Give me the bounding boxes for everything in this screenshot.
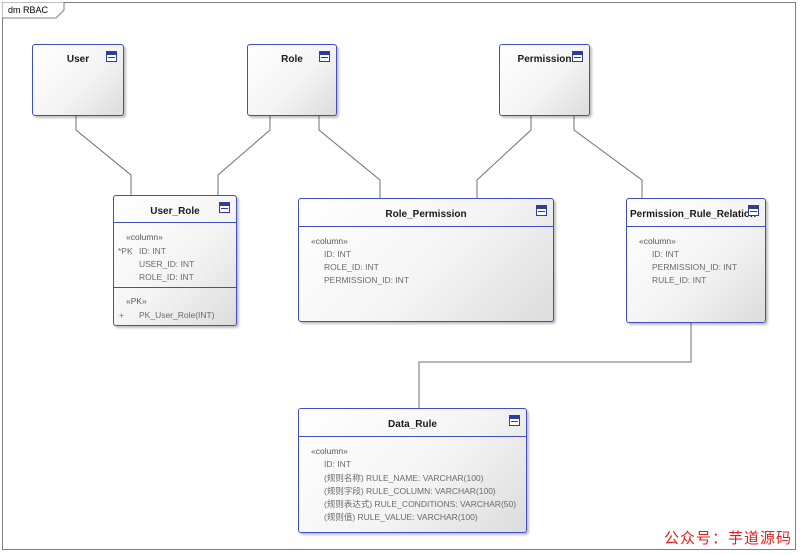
connector-user-user-role [75, 116, 132, 195]
pk-stereotype: «PK» [126, 296, 147, 306]
entity-title: Permission [517, 54, 572, 65]
column-item: ROLE_ID: INT [324, 262, 379, 272]
column-item: (规则值) RULE_VALUE: VARCHAR(100) [324, 512, 478, 522]
watermark: 公众号：芋道源码 [663, 529, 792, 547]
entity-data-rule[interactable]: Data_Rule «column» ID: INT (规则名称) RULE_N… [298, 408, 527, 533]
table-icon [572, 51, 583, 62]
title-separator [114, 222, 236, 223]
column-item: (规则名称) RULE_NAME: VARCHAR(100) [324, 473, 484, 483]
frame-label: dm RBAC [8, 5, 49, 15]
section-separator [114, 287, 236, 288]
entity-title: Permission_Rule_Relation [630, 209, 757, 220]
title-separator [299, 436, 526, 437]
connector-permission-role-permission [476, 116, 532, 198]
column-stereotype: «column» [311, 446, 348, 456]
entity-user[interactable]: User [32, 44, 124, 116]
entity-role[interactable]: Role [247, 44, 337, 116]
column-item: ID: INT [324, 459, 351, 469]
table-icon [536, 205, 547, 216]
connector-permission-permission-rule [573, 116, 643, 198]
column-stereotype: «column» [311, 236, 348, 246]
table-icon [106, 51, 117, 62]
column-stereotype: «column» [639, 236, 676, 246]
connector-role-role-permission [318, 116, 381, 198]
title-separator [299, 226, 553, 227]
table-icon [748, 205, 759, 216]
entity-title: Data_Rule [388, 419, 437, 430]
entity-title: User_Role [150, 206, 200, 217]
column-item: ID: INT [139, 246, 166, 256]
column-item: PERMISSION_ID: INT [652, 262, 738, 272]
entity-title: Role_Permission [385, 209, 467, 220]
pk-visibility-marker: + [119, 310, 124, 320]
column-item: PERMISSION_ID: INT [324, 275, 410, 285]
table-icon [319, 51, 330, 62]
entity-title: User [66, 54, 90, 65]
connector-role-user-role [217, 116, 271, 195]
column-item: ROLE_ID: INT [139, 272, 194, 282]
entity-title: Role [281, 54, 303, 65]
pk-constraint: PK_User_Role(INT) [139, 310, 215, 320]
entity-role-permission[interactable]: Role_Permission «column» ID: INT ROLE_ID… [298, 198, 554, 322]
entity-permission[interactable]: Permission [499, 44, 590, 116]
column-item: ID: INT [652, 249, 679, 259]
table-icon [219, 202, 230, 213]
pk-marker: *PK [118, 246, 133, 256]
frame-tab [2, 2, 65, 19]
column-stereotype: «column» [126, 232, 163, 242]
entity-permission-rule-relation[interactable]: Permission_Rule_Relation «column» ID: IN… [626, 198, 766, 323]
column-item: USER_ID: INT [139, 259, 195, 269]
column-item: (规则字段) RULE_COLUMN: VARCHAR(100) [324, 486, 496, 496]
column-item: RULE_ID: INT [652, 275, 707, 285]
table-icon [509, 415, 520, 426]
entity-user-role[interactable]: User_Role «column» *PK ID: INT USER_ID: … [113, 195, 237, 326]
connector-permission-rule-data-rule [418, 323, 692, 408]
column-item: ID: INT [324, 249, 351, 259]
title-separator [627, 226, 765, 227]
column-item: (规则表达式) RULE_CONDITIONS: VARCHAR(50) [324, 499, 517, 509]
